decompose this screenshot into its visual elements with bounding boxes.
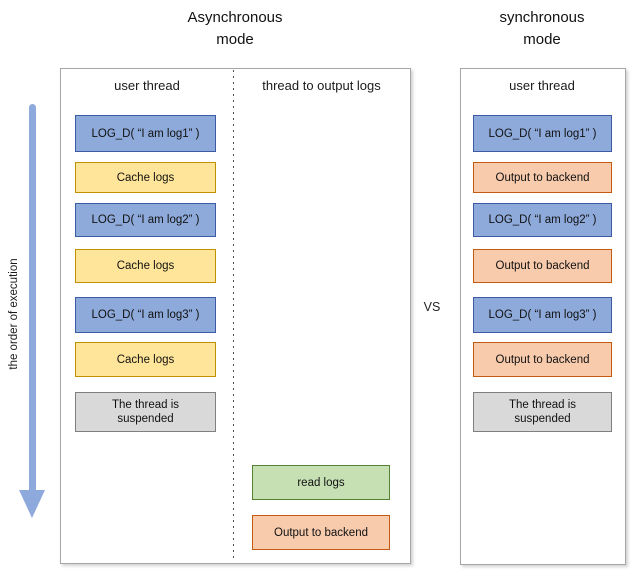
sync-user-thread-header: user thread: [509, 78, 575, 93]
flow-box-read: read logs: [252, 465, 390, 500]
thread-divider: [233, 70, 234, 560]
flow-box-log: LOG_D( “I am log3” ): [473, 297, 612, 333]
flow-box-label: Cache logs: [116, 260, 175, 272]
flow-box-label: The thread is suspended: [508, 399, 577, 425]
execution-order-arrow-shaft: [29, 104, 36, 492]
flow-box-label: LOG_D( “I am log3” ): [488, 309, 597, 321]
flow-box-output: Output to backend: [473, 249, 612, 283]
flow-box-log: LOG_D( “I am log3” ): [75, 297, 216, 333]
async-user-thread-header: user thread: [114, 78, 180, 93]
async-mode-title-line2: mode: [216, 31, 254, 48]
vs-label: VS: [423, 300, 441, 314]
sync-mode-title-line1: synchronous: [499, 9, 585, 26]
flow-box-suspended: The thread is suspended: [75, 392, 216, 432]
flow-box-label: LOG_D( “I am log2” ): [488, 214, 597, 226]
flow-box-log: LOG_D( “I am log1” ): [473, 115, 612, 152]
down-arrow-icon: [19, 490, 45, 518]
execution-order-label: the order of execution: [8, 258, 20, 370]
flow-box-log: LOG_D( “I am log2” ): [75, 203, 216, 237]
flow-box-label: Output to backend: [495, 171, 590, 184]
flow-box-label: Cache logs: [116, 171, 175, 184]
sync-mode-title-line2: mode: [523, 31, 561, 48]
flow-box-cache: Cache logs: [75, 342, 216, 377]
flow-box-suspended: The thread is suspended: [473, 392, 612, 432]
flow-box-label: LOG_D( “I am log1” ): [91, 127, 200, 140]
sync-mode-title: synchronous mode: [442, 7, 635, 51]
flow-box-label: LOG_D( “I am log2” ): [91, 214, 200, 226]
flow-box-log: LOG_D( “I am log1” ): [75, 115, 216, 152]
flow-box-output: Output to backend: [473, 162, 612, 193]
flow-box-output: Output to backend: [252, 515, 390, 550]
async-output-thread-header: thread to output logs: [262, 78, 381, 93]
flow-box-cache: Cache logs: [75, 249, 216, 283]
async-mode-title: Asynchronous mode: [135, 7, 335, 51]
flow-box-label: LOG_D( “I am log3” ): [91, 309, 200, 321]
flow-box-label: Output to backend: [495, 353, 590, 366]
flow-box-log: LOG_D( “I am log2” ): [473, 203, 612, 237]
flow-box-label: Output to backend: [495, 260, 590, 272]
async-mode-title-line1: Asynchronous: [187, 9, 283, 26]
flow-box-label: Cache logs: [116, 353, 175, 366]
flow-box-output: Output to backend: [473, 342, 612, 377]
flow-box-label: The thread is suspended: [111, 399, 180, 425]
flow-box-label: LOG_D( “I am log1” ): [488, 127, 597, 140]
flow-box-cache: Cache logs: [75, 162, 216, 193]
flow-box-label: Output to backend: [274, 526, 368, 539]
flow-box-label: read logs: [297, 476, 345, 489]
